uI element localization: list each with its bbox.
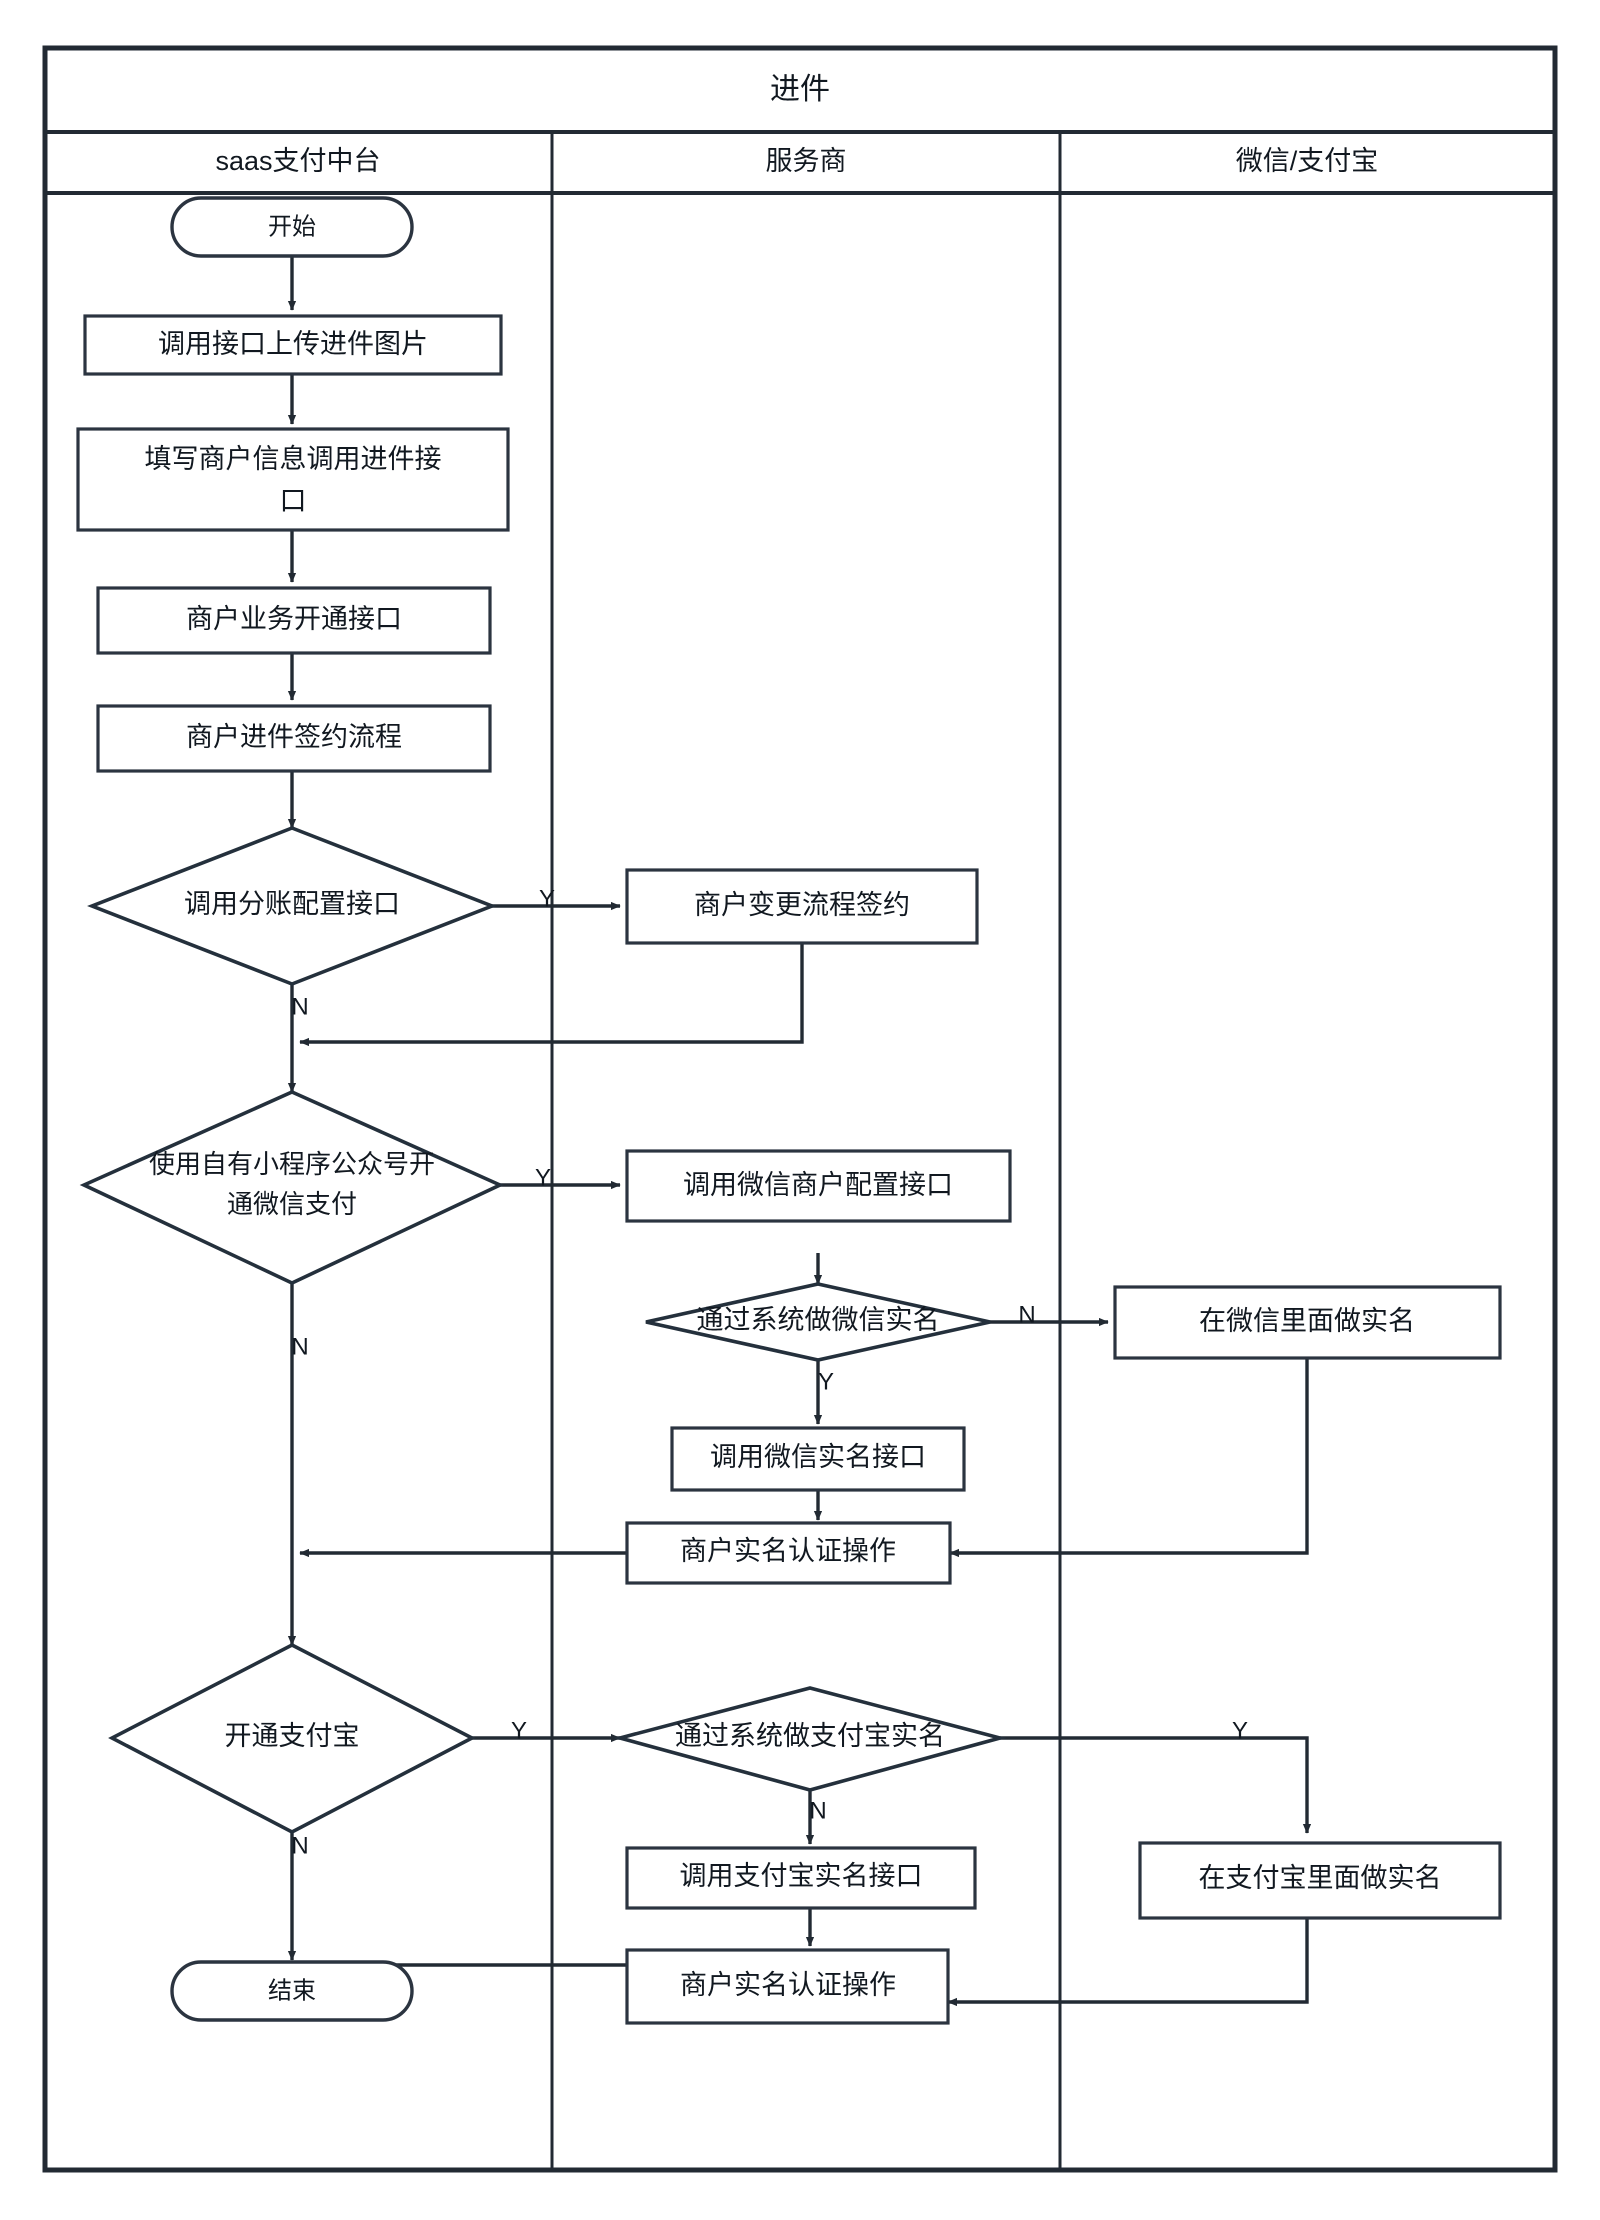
lane-header-isv: 服务商: [766, 146, 847, 176]
node-merchant-realname-op-2-label: 商户实名认证操作: [680, 1970, 896, 2000]
page-title: 进件: [770, 73, 830, 106]
node-realname-in-wechat-label: 在微信里面做实名: [1199, 1306, 1415, 1336]
edge-label-alipayrealname-yes: Y: [1232, 1717, 1248, 1744]
node-wechat-realname-by-system[interactable]: 通过系统做微信实名: [645, 1282, 991, 1362]
node-alipay-realname-by-system-label: 通过系统做支付宝实名: [675, 1721, 945, 1751]
node-upload-images[interactable]: 调用接口上传进件图片: [83, 314, 503, 376]
edge-label-splitconfig-no: N: [291, 993, 308, 1020]
node-realname-in-alipay-label: 在支付宝里面做实名: [1199, 1863, 1442, 1893]
diagram-frame: [42, 45, 1558, 2173]
node-open-business-api[interactable]: 商户业务开通接口: [96, 586, 492, 655]
node-sign-flow-label: 商户进件签约流程: [186, 722, 402, 752]
node-wechat-realname-api-label: 调用微信实名接口: [710, 1442, 926, 1472]
edge-wxchannel-to-realnameop1: [949, 1358, 1309, 1558]
node-realname-in-alipay[interactable]: 在支付宝里面做实名: [1138, 1841, 1502, 1920]
node-own-mp-wechat-pay[interactable]: 使用自有小程序公众号开 通微信支付: [79, 1090, 505, 1285]
node-wechat-merchant-config[interactable]: 调用微信商户配置接口: [625, 1149, 1012, 1223]
edge-alipaychannel-to-realnameop2: [947, 1918, 1309, 2007]
node-open-alipay[interactable]: 开通支付宝: [108, 1642, 476, 1835]
node-wechat-realname-api[interactable]: 调用微信实名接口: [670, 1426, 966, 1492]
node-split-config-api-label: 调用分账配置接口: [184, 889, 400, 919]
node-wechat-merchant-config-label: 调用微信商户配置接口: [683, 1170, 953, 1200]
edge-alipayrealname-yes: [1000, 1736, 1312, 1834]
node-own-mp-wechat-pay-label: 使用自有小程序公众号开: [149, 1149, 435, 1179]
node-start[interactable]: 开始: [170, 196, 414, 258]
node-end-label: 结束: [268, 1977, 316, 2004]
lane-header-channel: 微信/支付宝: [1236, 146, 1379, 176]
node-fill-merchant-info[interactable]: 填写商户信息调用进件接 口: [76, 427, 510, 532]
node-start-label: 开始: [268, 213, 316, 240]
edge-label-openalipay-yes: Y: [511, 1717, 527, 1744]
node-fill-merchant-info-label2: 口: [280, 486, 307, 516]
node-alipay-realname-api-label: 调用支付宝实名接口: [680, 1861, 923, 1891]
edge-label-splitconfig-yes: Y: [539, 885, 555, 912]
node-end[interactable]: 结束: [170, 1960, 414, 2022]
node-fill-merchant-info-label: 填写商户信息调用进件接: [145, 444, 442, 474]
node-upload-images-label: 调用接口上传进件图片: [158, 329, 428, 359]
node-split-config-api[interactable]: 调用分账配置接口: [87, 826, 497, 986]
node-wechat-realname-by-system-label: 通过系统做微信实名: [697, 1305, 940, 1335]
node-realname-in-wechat[interactable]: 在微信里面做实名: [1113, 1285, 1502, 1360]
node-own-mp-wechat-pay-label2: 通微信支付: [227, 1189, 357, 1219]
edge-label-openalipay-no: N: [291, 1832, 308, 1859]
node-merchant-realname-op-1-label: 商户实名认证操作: [680, 1536, 896, 1566]
edge-label-wxrealname-yes: Y: [818, 1368, 834, 1395]
node-open-alipay-label: 开通支付宝: [225, 1721, 360, 1751]
edge-label-alipayrealname-no: N: [809, 1797, 826, 1824]
edge-label-ownmp-yes: Y: [535, 1164, 551, 1191]
node-open-business-api-label: 商户业务开通接口: [186, 604, 402, 634]
node-alipay-realname-by-system[interactable]: 通过系统做支付宝实名: [613, 1686, 1007, 1792]
node-merchant-realname-op-2[interactable]: 商户实名认证操作: [625, 1948, 950, 2025]
edge-label-ownmp-no: N: [291, 1333, 308, 1360]
edge-label-wxrealname-no: N: [1018, 1301, 1035, 1328]
node-change-sign-label: 商户变更流程签约: [694, 890, 910, 920]
node-merchant-realname-op-1[interactable]: 商户实名认证操作: [625, 1521, 952, 1585]
lane-header-saas: saas支付中台: [215, 146, 380, 176]
node-sign-flow[interactable]: 商户进件签约流程: [96, 704, 492, 773]
node-alipay-realname-api[interactable]: 调用支付宝实名接口: [625, 1846, 977, 1910]
edge-changesign-return: [299, 943, 804, 1047]
node-change-sign[interactable]: 商户变更流程签约: [625, 868, 979, 945]
